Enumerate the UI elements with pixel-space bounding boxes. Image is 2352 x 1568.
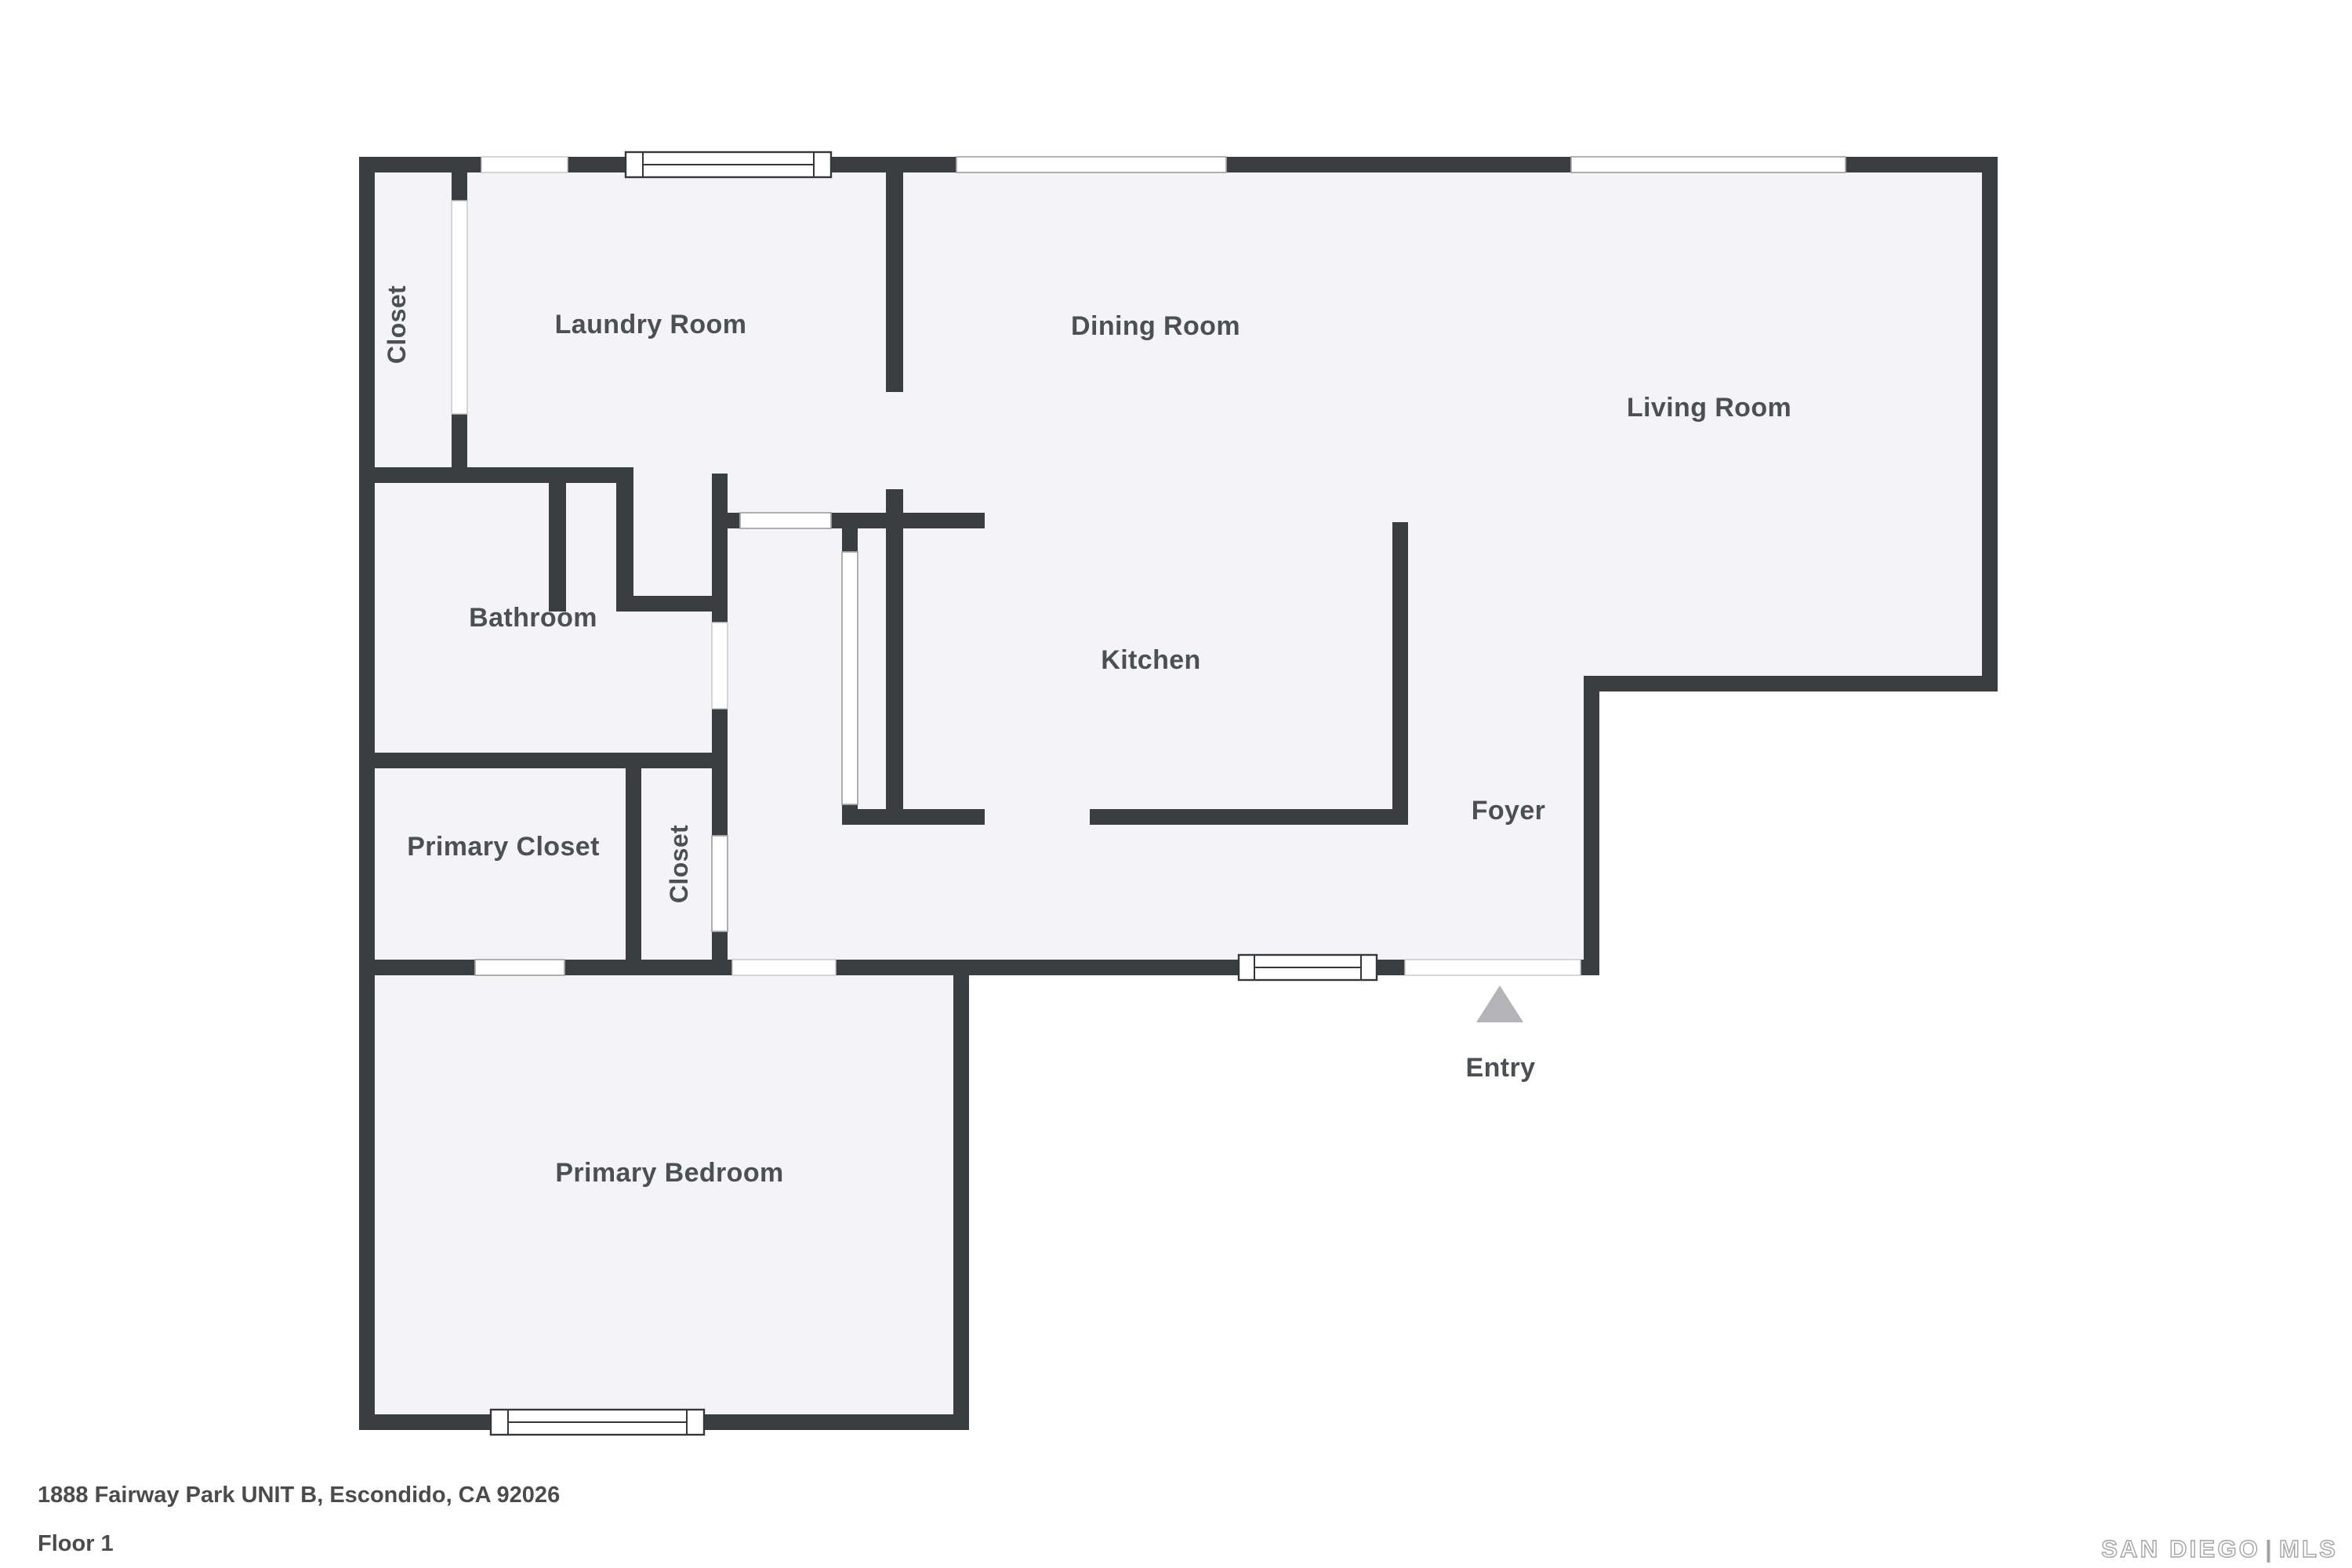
hall-closet-sliding-door [711, 835, 728, 932]
framed-windows [489, 151, 1378, 1436]
room-labels: Closet Laundry Room Dining Room Living R… [383, 285, 1791, 1188]
door-openings [451, 156, 1581, 976]
room-label-dining: Dining Room [1071, 311, 1240, 341]
closet-door-opening [451, 200, 468, 415]
wall-hall-left-upper [712, 474, 728, 622]
laundry-framed-window [624, 151, 833, 179]
foyer-framed-window [1237, 953, 1378, 982]
wall-kitchen-bottom [1090, 809, 1408, 825]
room-label-closet-top-left: Closet [383, 285, 411, 364]
primary-bedroom-framed-window [489, 1408, 706, 1436]
entry-indicator: Entry [1466, 985, 1536, 1083]
room-label-primary-closet: Primary Closet [407, 832, 600, 862]
room-label-living: Living Room [1627, 393, 1791, 423]
wall-bathroom-stub-b [616, 483, 633, 596]
room-label-bathroom: Bathroom [469, 603, 597, 633]
living-room-window [1570, 156, 1846, 173]
watermark-separator: | [2265, 1535, 2274, 1563]
wall-hall-left-mid [712, 709, 728, 836]
wall-bathroom-stub-a [549, 483, 566, 612]
wall-living-room-bottom [1584, 676, 1998, 691]
footer: 1888 Fairway Park UNIT B, Escondido, CA … [38, 1483, 560, 1556]
room-label-laundry: Laundry Room [555, 310, 747, 339]
wall-closet-divider-lower [452, 414, 467, 483]
wall-kitchen-right [1392, 522, 1408, 825]
wall-kitchen-channel-top-right [831, 513, 985, 528]
dining-room-window [956, 156, 1227, 173]
wall-bathroom-bottom [359, 753, 728, 768]
bedroom-door-opening [731, 959, 837, 976]
wall-bathroom-top [359, 467, 633, 483]
wall-primary-bedroom-right [953, 975, 969, 1430]
wall-primary-closet-divider [626, 768, 641, 960]
room-label-hall-closet: Closet [665, 825, 693, 903]
room-label-foyer: Foyer [1472, 796, 1546, 826]
room-label-primary-bedroom: Primary Bedroom [555, 1158, 783, 1188]
wall-kitchen-channel-bottom [842, 809, 985, 825]
wall-hall-left-lower [712, 931, 728, 975]
wall-kitchen-channel-right [886, 489, 903, 825]
wall-kitchen-channel-left-upper [842, 528, 858, 552]
floor-number-text: Floor 1 [38, 1531, 114, 1556]
entry-arrow-icon [1476, 985, 1523, 1022]
entry-label: Entry [1466, 1053, 1536, 1083]
wall-kitchen-channel-top-left [728, 513, 740, 528]
floor-areas [375, 172, 1982, 1414]
primary-closet-sliding-door [474, 959, 565, 976]
wall-laundry-right [886, 172, 903, 392]
watermark-suffix: MLS [2279, 1535, 2338, 1563]
entry-door-opening [1404, 959, 1581, 976]
wall-exterior-left [359, 157, 375, 1430]
room-label-kitchen: Kitchen [1101, 645, 1200, 675]
floor-left-band [375, 172, 963, 1414]
bathroom-door-opening [711, 622, 728, 710]
wall-closet-divider-upper [452, 172, 467, 201]
address-text: 1888 Fairway Park UNIT B, Escondido, CA … [38, 1483, 560, 1508]
wall-bathroom-connector [616, 596, 728, 612]
window-bands [474, 156, 1846, 976]
wall-exterior-right [1982, 157, 1998, 691]
mls-watermark: SAN DIEGO|MLS [2101, 1535, 2338, 1563]
laundry-top-opening [481, 156, 568, 173]
kitchen-channel-sliding-door-v [841, 551, 858, 805]
kitchen-channel-sliding-door-h [739, 512, 832, 529]
watermark-prefix: SAN DIEGO [2101, 1535, 2260, 1563]
wall-foyer-right [1584, 676, 1599, 975]
